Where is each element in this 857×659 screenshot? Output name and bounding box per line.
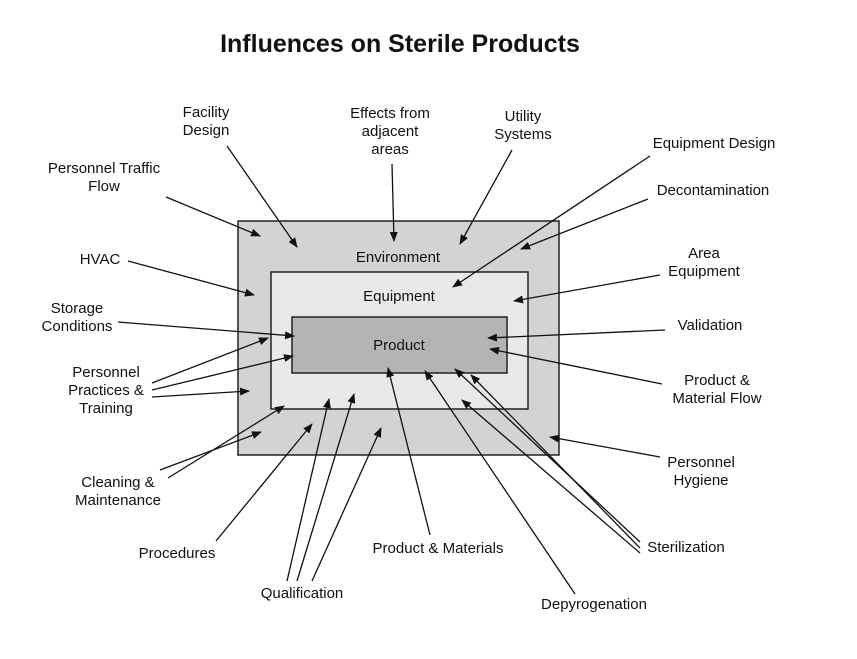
product-box [291,316,508,374]
arrow-validation [487,329,666,342]
label-product-material-flow: Product & Material Flow [672,372,762,407]
arrow-personnel-hygiene [549,434,661,458]
arrow-sterilization-3 [461,399,641,554]
arrow-personnel-practices-3 [151,387,250,398]
arrow-decontamination [520,198,649,250]
arrow-procedures [215,423,313,542]
label-sterilization: Sterilization [647,539,725,556]
arrow-hvac [127,260,255,297]
label-procedures: Procedures [138,545,216,562]
label-facility-design: Facility Design [182,104,230,139]
arrow-product-material-flow [489,346,663,385]
label-hvac: HVAC [79,251,121,268]
arrow-personnel-traffic-flow [165,196,261,237]
label-personnel-hygiene: Personnel Hygiene [667,454,735,489]
arrow-equipment-design [452,155,651,288]
arrow-utility-systems [459,149,513,245]
label-product-materials: Product & Materials [372,540,504,557]
arrow-area-equipment [513,274,661,304]
arrow-personnel-practices-1 [151,337,269,384]
label-personnel-practices-training: Personnel Practices & Training [68,364,144,417]
label-decontamination: Decontamination [656,182,770,199]
page-title: Influences on Sterile Products [220,30,580,58]
environment-box-label: Environment [355,249,441,266]
arrow-sterilization-1 [454,368,641,543]
arrow-qualification-2 [296,393,356,582]
label-personnel-traffic-flow: Personnel Traffic Flow [47,160,161,195]
equipment-box-label: Equipment [363,288,435,305]
label-effects-adjacent-areas: Effects from adjacent areas [350,105,430,158]
label-area-equipment: Area Equipment [668,245,740,280]
label-validation: Validation [677,317,743,334]
arrow-facility-design [226,145,298,248]
arrow-qualification-1 [286,398,331,582]
label-storage-conditions: Storage Conditions [41,300,113,335]
arrow-personnel-practices-2 [151,354,294,391]
arrow-cleaning-maintenance-2 [167,405,285,479]
arrow-sterilization-2 [470,374,641,549]
product-box-label: Product [373,337,425,354]
arrow-depyrogenation [424,370,576,595]
label-depyrogenation: Depyrogenation [541,596,647,613]
arrow-qualification-3 [311,427,382,582]
label-equipment-design: Equipment Design [652,135,776,152]
arrow-storage-conditions [117,321,295,340]
arrow-effects-adjacent-areas [389,163,398,242]
arrow-product-materials [386,367,431,536]
label-utility-systems: Utility Systems [494,108,552,143]
arrow-group [117,145,666,595]
label-qualification: Qualification [260,585,344,602]
label-cleaning-maintenance: Cleaning & Maintenance [75,474,161,509]
